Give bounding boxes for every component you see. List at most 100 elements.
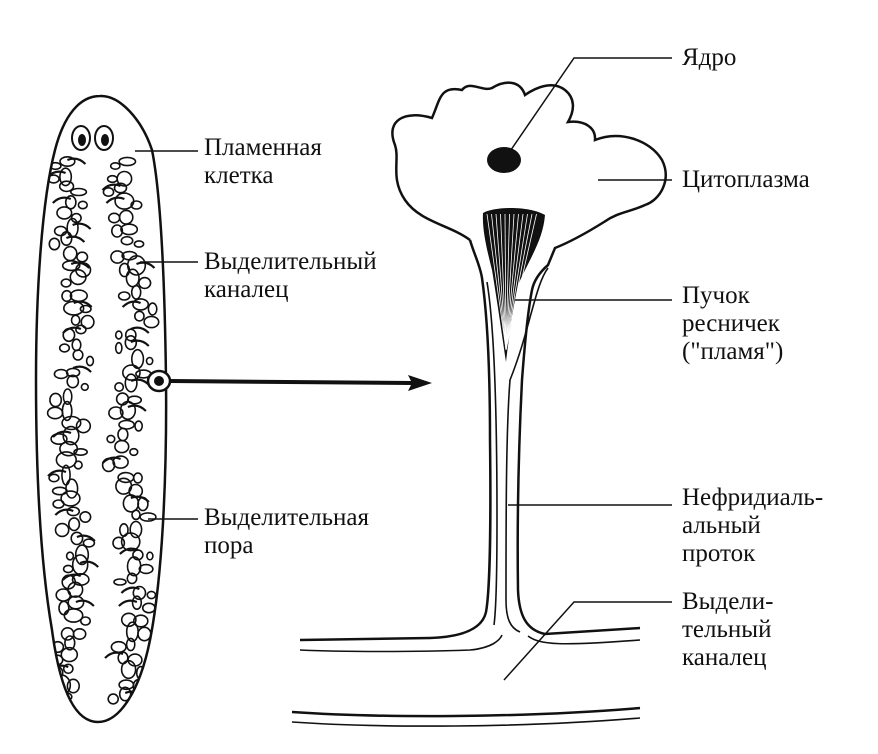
cilia-flame	[482, 207, 545, 362]
label-excretory-canal-line1: Выделительный	[204, 248, 377, 275]
canal-loop	[106, 174, 118, 184]
canal-loop	[76, 251, 89, 263]
label-excretory-canal: Выделительный каналец	[204, 248, 377, 304]
canal-loop	[120, 235, 134, 246]
canal-loop	[114, 341, 123, 355]
label-cytoplasm: Цитоплазма	[682, 166, 810, 193]
canal-loop	[146, 590, 157, 600]
canal-loop	[46, 406, 64, 420]
canal-branch	[76, 534, 96, 542]
cilium-strand	[500, 213, 507, 351]
canal-loop	[58, 180, 75, 193]
canal-loop	[65, 551, 75, 561]
excretory-network-left	[45, 156, 99, 707]
canal-loop	[119, 400, 137, 421]
cilium-strand	[505, 213, 524, 351]
canal-loop	[59, 167, 73, 187]
canal-loop	[62, 300, 85, 316]
canal-branch	[104, 651, 124, 659]
label-excretory-pore: Выделительная пора	[204, 504, 369, 560]
canal-branch	[70, 261, 90, 269]
canal-loop	[130, 200, 143, 210]
cilium-strand	[505, 213, 519, 351]
canal-loop	[138, 276, 152, 290]
label-excretory-pore-line2: пора	[204, 532, 254, 559]
label-cilia-tuft-line3: ("пламя")	[682, 338, 784, 365]
canal-branch	[121, 300, 142, 308]
canal-branch	[101, 456, 122, 464]
canal-loop	[146, 551, 154, 561]
canal-loop	[113, 578, 127, 586]
canal-branch	[101, 183, 121, 191]
canal-loop	[70, 531, 84, 546]
canal-loop	[55, 451, 78, 469]
canal-loop	[109, 162, 121, 171]
canal-loop	[114, 330, 123, 340]
label-nucleus: Ядро	[682, 44, 737, 71]
leader-lines-left	[135, 150, 198, 520]
label-excretory-canal-2-line3: каналец	[682, 644, 767, 671]
canal-loop	[70, 314, 81, 326]
canal-branch	[52, 196, 72, 204]
canal-branch	[127, 404, 147, 412]
canal-loop	[80, 616, 92, 626]
cilium-strand	[486, 213, 507, 351]
canal-loop	[133, 310, 145, 322]
canal-branch	[120, 586, 140, 594]
canal-loop	[114, 381, 125, 392]
canal-loop	[61, 260, 81, 272]
canal-loop	[64, 635, 76, 651]
cilium-strand	[505, 213, 533, 351]
canal-branch	[66, 157, 87, 165]
label-nephridial-duct-line2: альный	[682, 512, 761, 539]
canal-loop	[132, 298, 150, 311]
canal-loop	[137, 626, 152, 642]
canal-loop	[62, 425, 80, 446]
canal-loop	[56, 206, 73, 220]
canal-branch	[118, 599, 138, 607]
canal-branch	[130, 326, 150, 334]
canal-loop	[131, 595, 143, 611]
label-excretory-canal-2-line2: тельный	[682, 616, 772, 643]
canal-loop	[60, 278, 72, 288]
canal-loop	[107, 693, 119, 705]
canal-branch	[130, 495, 150, 503]
canal-loop	[61, 289, 73, 303]
canal-branch	[130, 339, 150, 347]
canal-loop	[64, 195, 77, 210]
canal-loop	[77, 200, 89, 210]
canal-loop	[120, 659, 137, 680]
canal-loop	[141, 602, 156, 614]
cilium-strand	[495, 213, 507, 351]
canal-loop	[124, 373, 138, 393]
canal-loop	[147, 302, 158, 316]
leader-lines-right	[503, 57, 672, 681]
canal-loop	[72, 627, 87, 640]
canal-loop	[72, 349, 84, 361]
canal-loop	[129, 447, 139, 457]
canal-loop	[61, 415, 82, 431]
canal-loop	[73, 447, 88, 456]
canal-branch	[75, 599, 95, 607]
canal-loop	[48, 237, 61, 251]
label-flame-cell: Пламенная клетка	[204, 134, 322, 190]
canal-loop	[60, 490, 81, 507]
cilium-strand	[491, 213, 507, 351]
canal-branch	[136, 261, 156, 269]
canal-loop	[106, 434, 116, 444]
canal-loop	[110, 224, 124, 238]
canal-branch	[119, 547, 139, 555]
canal-loop	[118, 419, 135, 430]
canal-loop	[132, 472, 143, 484]
canal-branch	[65, 235, 86, 243]
canal-loop	[75, 324, 87, 335]
canal-loop	[73, 460, 83, 470]
cilium-strand	[504, 213, 507, 351]
canal-loop	[85, 355, 95, 367]
canal-loop	[120, 223, 139, 236]
canal-branch	[54, 508, 74, 516]
canal-loop	[79, 510, 92, 523]
canal-loop	[69, 269, 87, 286]
canal-branch	[52, 430, 72, 438]
